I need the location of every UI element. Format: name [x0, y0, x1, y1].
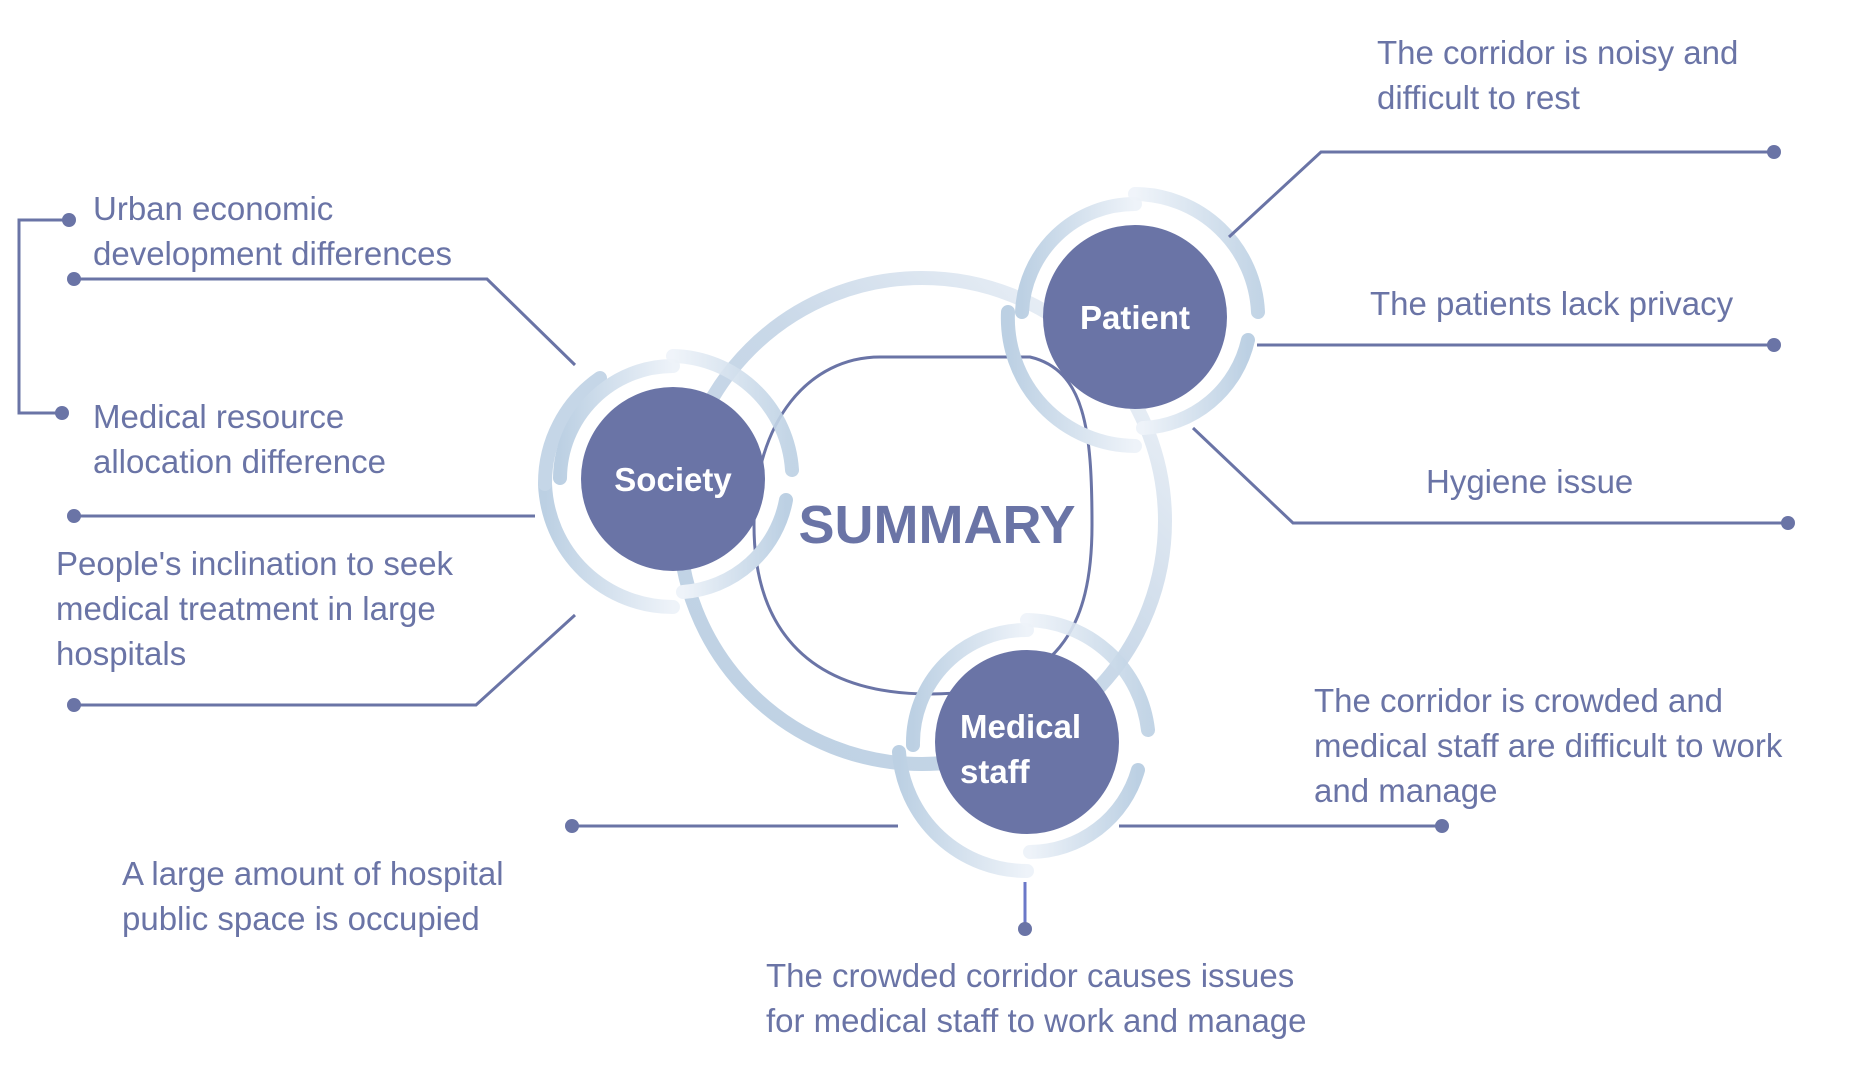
society-item-resource: Medical resource allocation difference — [93, 394, 386, 484]
dot-hygiene — [1781, 516, 1795, 530]
text-line: and manage — [1314, 772, 1498, 809]
patient-item-privacy: The patients lack privacy — [1370, 281, 1733, 326]
text-line: difficult to rest — [1377, 79, 1580, 116]
text-line: Hygiene issue — [1426, 463, 1634, 500]
text-line: The patients lack privacy — [1370, 285, 1734, 322]
text-line: Urban economic — [93, 190, 334, 227]
dot-crowded — [1435, 819, 1449, 833]
patient-ring-inner-arc — [1015, 196, 1142, 319]
dot-inclination — [67, 698, 81, 712]
text-line: The crowded corridor causes issues — [766, 957, 1295, 994]
society-ring-arc-top — [666, 349, 799, 477]
society-item-inclination: People's inclination to seek medical tre… — [56, 541, 453, 676]
dot-resource-bracket — [55, 406, 69, 420]
society-bracket-line — [17, 218, 69, 415]
medical-staff-circle[interactable] — [935, 650, 1119, 834]
dot-space — [565, 819, 579, 833]
dot-causes — [1018, 922, 1032, 936]
text-line: hospitals — [56, 635, 187, 672]
medical-staff-label-line1: Medical — [960, 708, 1081, 745]
society-item-urban: Urban economic development differences — [93, 186, 452, 276]
patient-item-hygiene: Hygiene issue — [1426, 459, 1633, 504]
medical-item-crowded: The corridor is crowded and medical staf… — [1314, 678, 1782, 813]
society-ring-arc-bottom — [676, 493, 793, 599]
society-ring-outer-arc — [538, 477, 680, 614]
society-inclination-line — [74, 613, 577, 707]
medical-staff-label-line2: staff — [960, 753, 1031, 790]
text-line: medical treatment in large — [56, 590, 436, 627]
society-label: Society — [614, 461, 732, 498]
medical-item-space: A large amount of hospital public space … — [122, 851, 504, 941]
dot-noisy — [1767, 145, 1781, 159]
text-line: public space is occupied — [122, 900, 480, 937]
patient-label: Patient — [1080, 299, 1190, 336]
dot-urban-bracket — [62, 213, 76, 227]
society-urban-line — [74, 277, 577, 367]
text-line: A large amount of hospital — [122, 855, 504, 892]
connectors — [17, 150, 1788, 929]
dot-resource — [67, 509, 81, 523]
society-ring-outer-arc-left — [537, 371, 607, 491]
text-line: development differences — [93, 235, 452, 272]
patient-ring-arc-bottom — [1136, 333, 1255, 435]
medical-ring-arc-bottom — [1023, 763, 1145, 859]
summary-title: SUMMARY — [799, 495, 1076, 555]
text-line: The corridor is crowded and — [1314, 682, 1724, 719]
medical-item-causes: The crowded corridor causes issues for m… — [766, 953, 1307, 1043]
dot-privacy — [1767, 338, 1781, 352]
patient-item-noisy: The corridor is noisy and difficult to r… — [1377, 30, 1738, 120]
patient-noisy-line — [1227, 150, 1774, 239]
text-line: People's inclination to seek — [56, 545, 454, 582]
patient-ring-outer-arc — [1000, 305, 1142, 453]
society-ring-inner-arc — [553, 359, 680, 485]
text-line: Medical resource — [93, 398, 345, 435]
patient-circle[interactable] — [1043, 225, 1227, 409]
text-line: allocation difference — [93, 443, 386, 480]
text-line: The corridor is noisy and — [1377, 34, 1739, 71]
medical-ring-inner-arc — [905, 622, 1034, 752]
society-circle[interactable] — [581, 387, 765, 571]
patient-hygiene-line — [1191, 426, 1788, 525]
medical-staff-node[interactable]: Medical staff — [892, 613, 1155, 879]
patient-node[interactable]: Patient — [1000, 187, 1265, 453]
dot-urban — [67, 272, 81, 286]
endpoint-dots — [55, 145, 1795, 936]
society-node[interactable]: Society — [537, 349, 799, 614]
text-line: for medical staff to work and manage — [766, 1002, 1307, 1039]
text-line: medical staff are difficult to work — [1314, 727, 1783, 764]
patient-ring-arc-top — [1128, 187, 1265, 319]
medical-ring-arc-top — [1020, 613, 1155, 737]
medical-ring-outer-arc — [892, 745, 1034, 879]
